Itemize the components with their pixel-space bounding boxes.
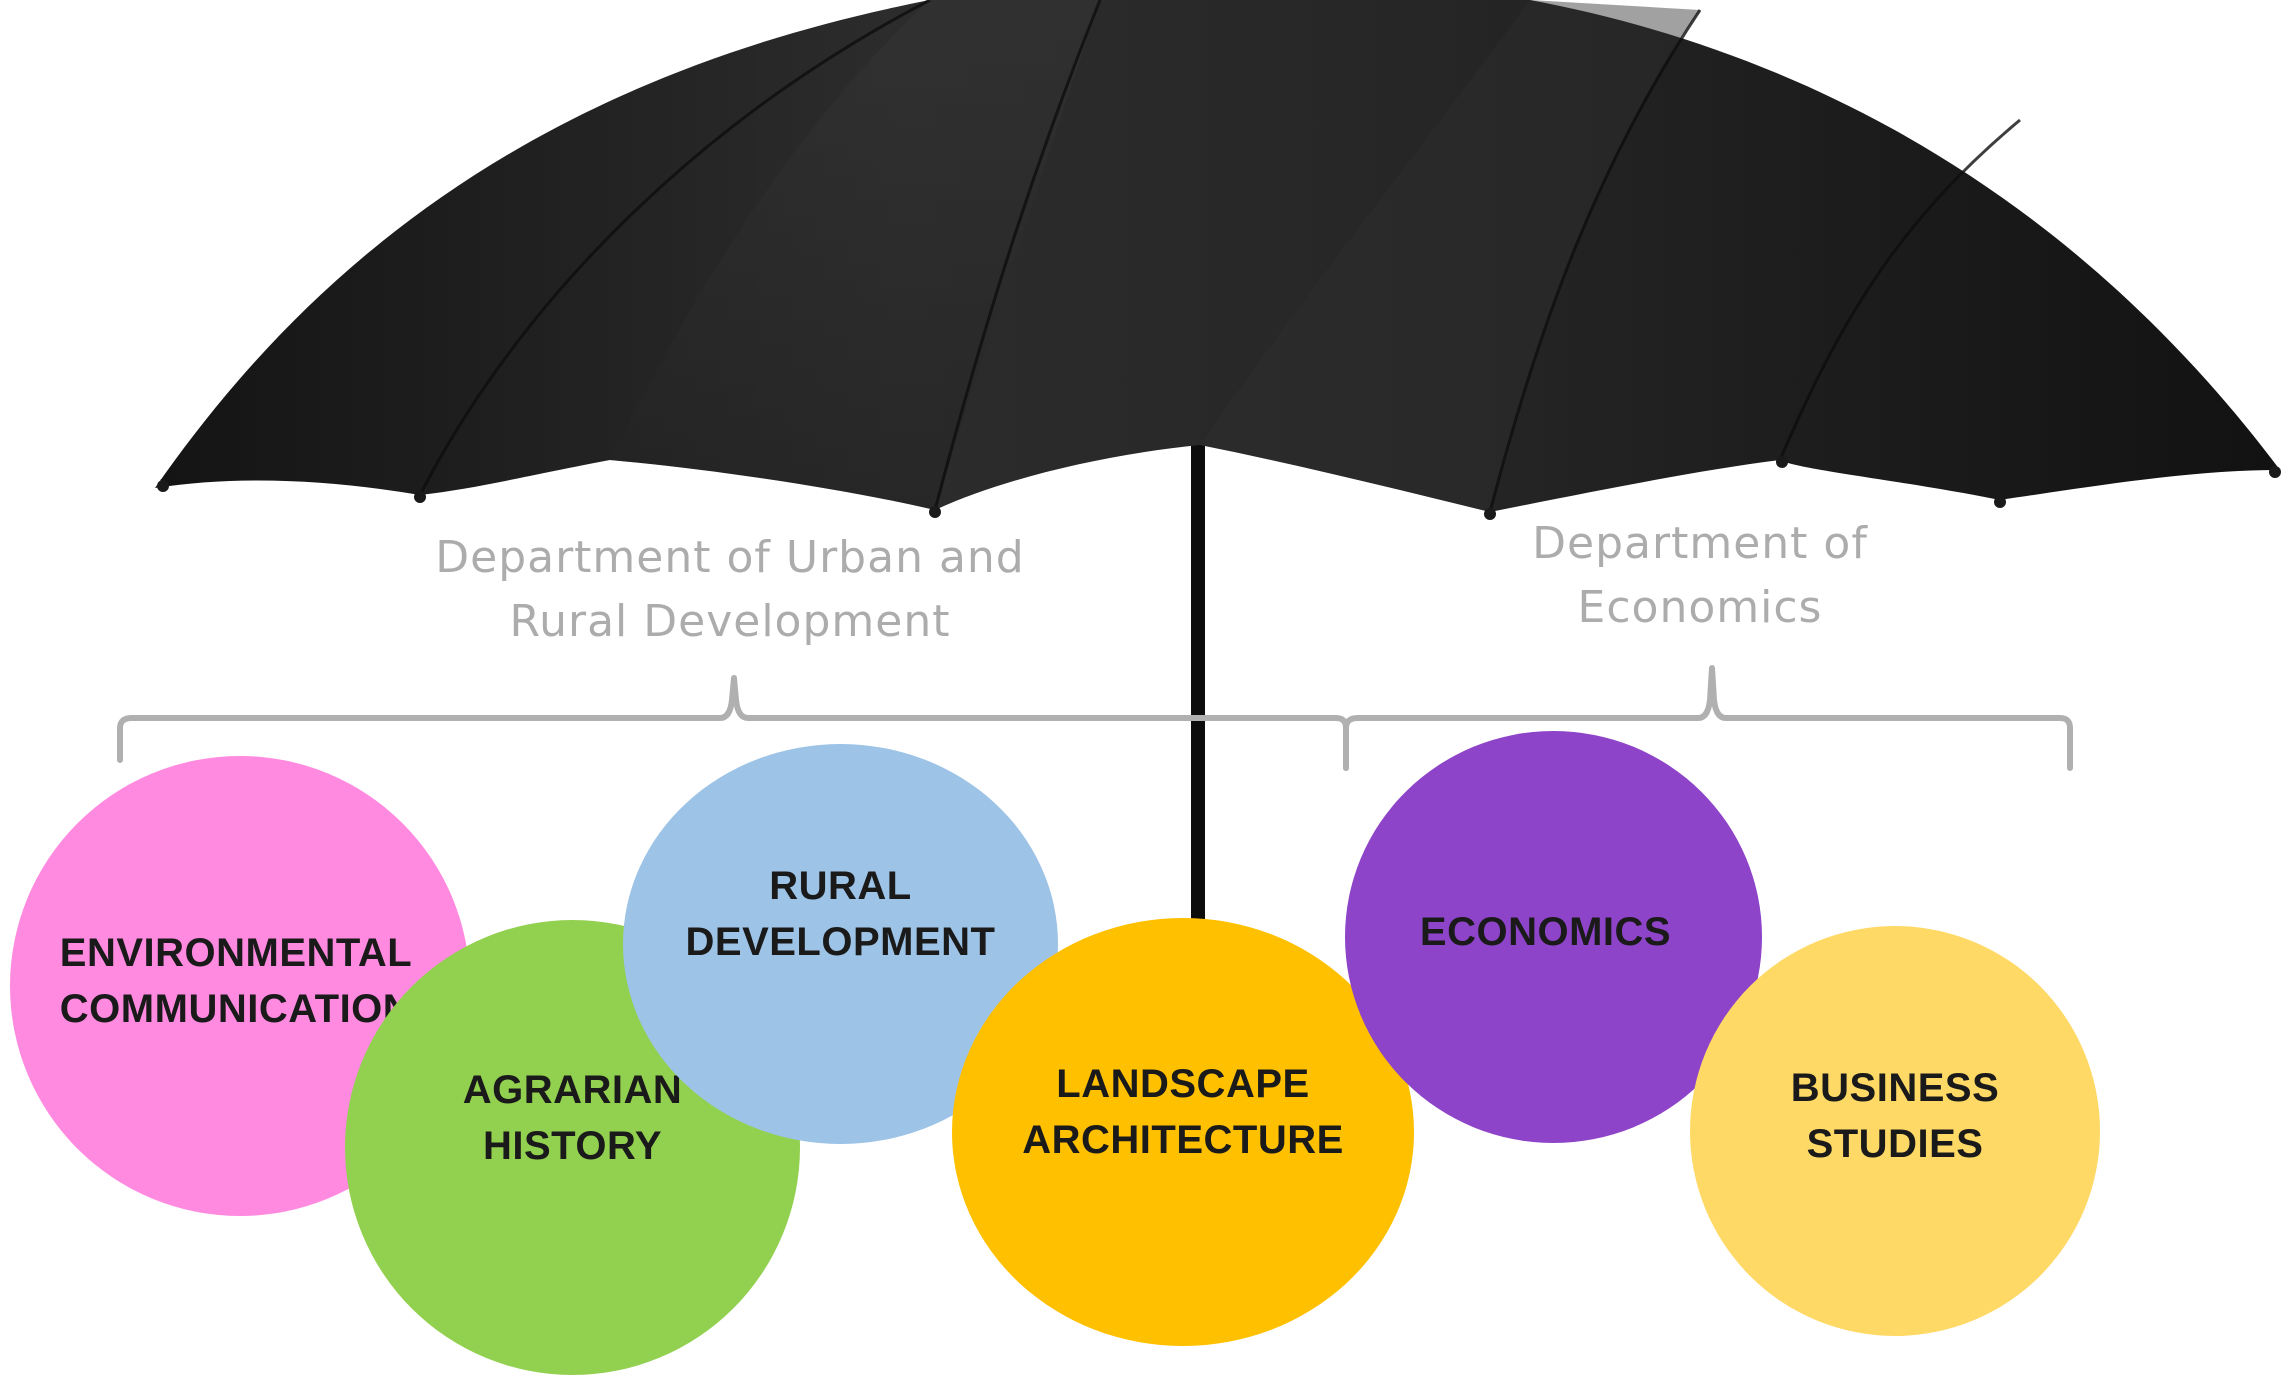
label-landscape-architecture: LANDSCAPE ARCHITECTURE bbox=[1022, 1062, 1344, 1162]
label-environmental-communication: ENVIRONMENTAL COMMUNICATION bbox=[59, 931, 413, 1031]
circle-landscape-architecture: LANDSCAPE ARCHITECTURE bbox=[952, 918, 1414, 1346]
circle-business-studies: BUSINESS STUDIES bbox=[1690, 926, 2100, 1336]
circle-economics: ECONOMICS bbox=[1345, 731, 1762, 1143]
bracket-urban bbox=[117, 675, 1349, 771]
department-urban-rural-label: Department of Urban and Rural Developmen… bbox=[435, 532, 1025, 647]
label-economics: ECONOMICS bbox=[1419, 910, 1672, 954]
label-agrarian-history: AGRARIAN HISTORY bbox=[462, 1067, 683, 1168]
label-business-studies: BUSINESS STUDIES bbox=[1790, 1066, 2000, 1166]
bracket-economics bbox=[1343, 665, 2073, 771]
label-rural-development: RURAL DEVELOPMENT bbox=[685, 864, 996, 964]
department-economics-label: Department of Economics bbox=[1532, 518, 1868, 633]
